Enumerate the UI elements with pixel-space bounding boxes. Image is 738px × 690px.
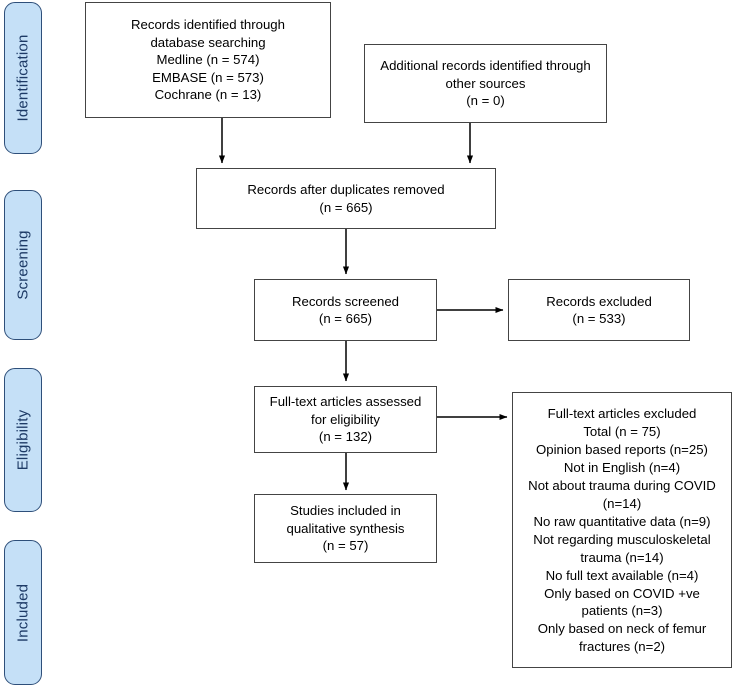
box-records-screened: Records screened (n = 665) — [254, 279, 437, 341]
box-fulltext-excluded: Full-text articles excluded Total (n = 7… — [512, 392, 732, 668]
stage-tab-eligibility-label: Eligibility — [14, 409, 32, 471]
box-records-excluded: Records excluded (n = 533) — [508, 279, 690, 341]
box-records-identified-text: Records identified through database sear… — [131, 17, 285, 103]
box-additional-records: Additional records identified through ot… — [364, 44, 607, 123]
box-fulltext-assessed-text: Full-text articles assessed for eligibil… — [269, 394, 422, 445]
box-records-identified: Records identified through database sear… — [85, 2, 331, 118]
box-studies-included-text: Studies included in qualitative synthesi… — [286, 503, 405, 554]
box-studies-included: Studies included in qualitative synthesi… — [254, 494, 437, 563]
stage-tab-included-label: Included — [14, 583, 32, 642]
stage-tab-included: Included — [4, 540, 42, 685]
stage-tab-screening-label: Screening — [14, 230, 32, 300]
stage-tab-identification: Identification — [4, 2, 42, 154]
box-records-after-duplicates: Records after duplicates removed (n = 66… — [196, 168, 496, 229]
stage-tab-eligibility: Eligibility — [4, 368, 42, 512]
box-fulltext-assessed: Full-text articles assessed for eligibil… — [254, 386, 437, 453]
box-additional-records-text: Additional records identified through ot… — [380, 58, 591, 109]
box-records-excluded-text: Records excluded (n = 533) — [546, 293, 652, 326]
box-fulltext-excluded-text: Full-text articles excluded Total (n = 7… — [528, 406, 716, 655]
stage-tab-identification-label: Identification — [14, 34, 32, 122]
box-records-after-duplicates-text: Records after duplicates removed (n = 66… — [247, 182, 445, 215]
box-records-screened-text: Records screened (n = 665) — [291, 293, 400, 326]
stage-tab-screening: Screening — [4, 190, 42, 340]
